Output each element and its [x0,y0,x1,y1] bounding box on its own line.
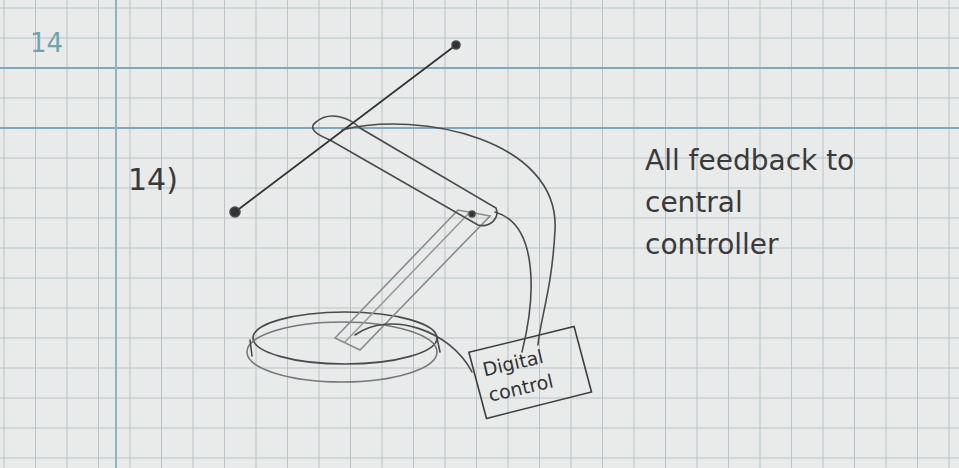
feedback-wire [342,124,555,345]
controller-box: Digital control [466,324,593,420]
feedback-wire [495,212,531,352]
effector-tip [230,207,240,217]
page-number: 14 [30,28,63,58]
ruled-line [0,67,959,69]
upper-arm [335,210,490,350]
box-content: Digital control [480,339,570,408]
note: All feedback to central controller [645,140,860,266]
upper-arm-edge [345,212,470,342]
margin-line [115,0,117,468]
callout-number: 14) [128,162,178,197]
ruled-line [0,127,959,129]
robot-arm-sketch [230,41,555,382]
feedback-wire [355,324,472,372]
box-label: Digital control [480,339,570,408]
base-edge [250,338,440,356]
base-disc [253,312,437,364]
elbow-joint [469,211,475,217]
effector-tip [452,41,460,49]
